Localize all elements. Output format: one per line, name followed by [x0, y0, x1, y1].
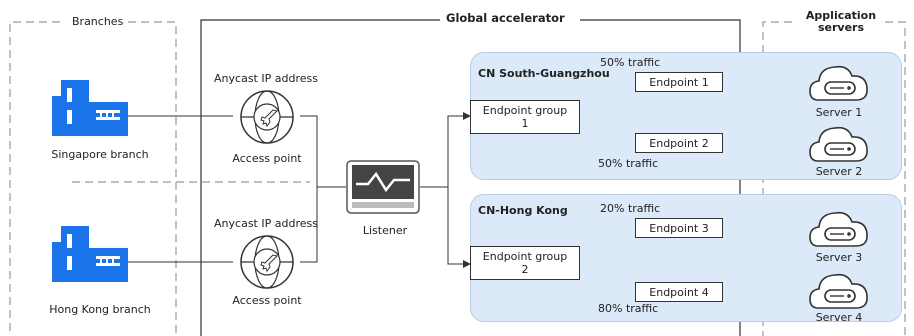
anycast-ip-label-2: Anycast IP address — [214, 217, 318, 230]
access-point-1-label: Access point — [232, 152, 302, 165]
branches-dashed-border — [9, 21, 310, 336]
endpoint-group-1-line1: Endpoint group — [482, 104, 568, 117]
listener-label: Listener — [362, 224, 408, 237]
endpoint-group-2: Endpoint group 2 — [470, 246, 580, 280]
line-listener-to-group1 — [420, 112, 471, 188]
access-point-2-label: Access point — [232, 294, 302, 307]
hongkong-branch-label: Hong Kong branch — [49, 303, 151, 316]
global-accelerator-title: Global accelerator — [446, 11, 565, 25]
server-3-label: Server 3 — [815, 251, 863, 264]
region-guangzhou-title: CN South-Guangzhou — [478, 67, 610, 80]
anycast-ip-label-1: Anycast IP address — [214, 72, 318, 85]
server-4-label: Server 4 — [815, 311, 863, 324]
app-servers-title-line2: servers — [817, 21, 865, 34]
app-servers-title: Application servers — [796, 10, 886, 34]
endpoint-2: Endpoint 2 — [635, 133, 723, 153]
traffic-ep4: 80% traffic — [598, 302, 659, 315]
singapore-branch-label: Singapore branch — [51, 148, 149, 161]
branches-title: Branches — [70, 15, 126, 28]
region-hongkong-title: CN-Hong Kong — [478, 204, 568, 217]
line-ap2-to-listener — [300, 187, 318, 263]
endpoint-3: Endpoint 3 — [635, 218, 723, 238]
endpoint-group-2-line1: Endpoint group — [482, 250, 568, 263]
endpoint-group-2-line2: 2 — [521, 263, 529, 276]
traffic-ep2: 50% traffic — [598, 157, 659, 170]
line-ap1-to-listener — [300, 115, 346, 188]
line-listener-to-group2 — [447, 187, 471, 268]
endpoint-1: Endpoint 1 — [635, 72, 723, 92]
access-point-2-icon — [240, 235, 294, 289]
hongkong-building-icon — [52, 226, 128, 282]
server-4-cloud-icon — [809, 273, 868, 309]
server-3-cloud-icon — [809, 211, 868, 247]
access-point-1-icon — [240, 90, 294, 144]
listener-icon — [346, 160, 420, 214]
singapore-building-icon — [52, 80, 128, 136]
traffic-ep3: 20% traffic — [600, 202, 661, 215]
endpoint-group-1-line2: 1 — [521, 117, 529, 130]
server-2-cloud-icon — [809, 126, 868, 162]
endpoint-group-1: Endpoint group 1 — [470, 100, 580, 134]
server-1-label: Server 1 — [815, 106, 863, 119]
app-servers-title-line1: Application — [805, 9, 877, 22]
traffic-ep1: 50% traffic — [600, 56, 661, 69]
server-2-label: Server 2 — [815, 165, 863, 178]
endpoint-4: Endpoint 4 — [635, 282, 723, 302]
server-1-cloud-icon — [809, 65, 868, 101]
